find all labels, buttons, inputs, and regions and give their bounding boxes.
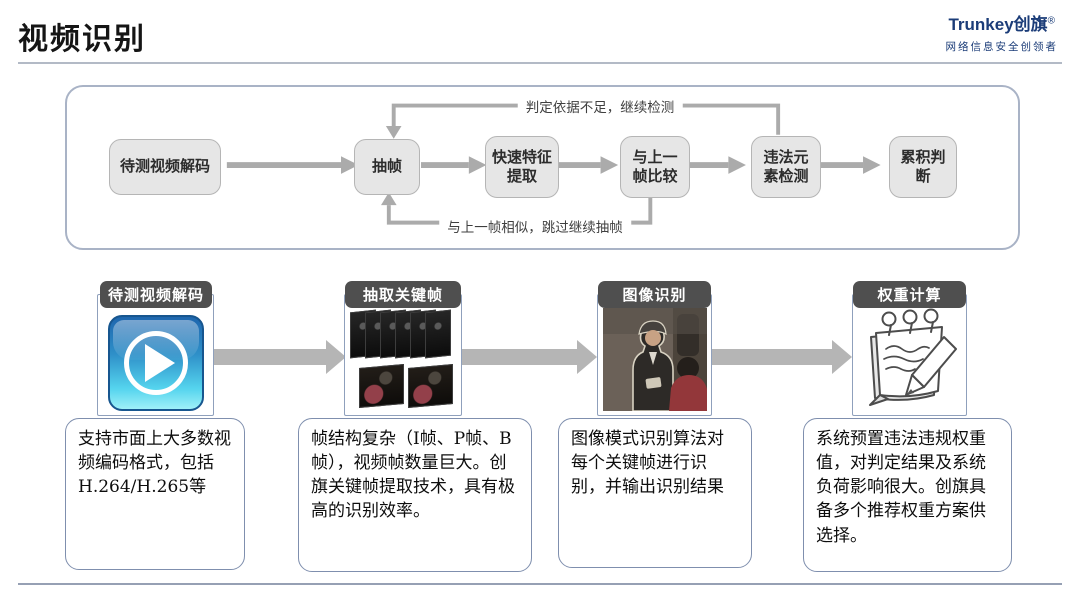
flow-node-cumulative-judge: 累积判断: [889, 136, 957, 198]
stage-description-image-recognition: 图像模式识别算法对每个关键帧进行识别，并输出识别结果: [558, 418, 752, 568]
feedback-top-label: 判定依据不足，继续检测: [517, 95, 683, 117]
flow-node-extract-frame: 抽帧: [354, 139, 420, 195]
stage-description-keyframes: 帧结构复杂（I帧、P帧、B帧），视频帧数量巨大。创旗关键帧提取技术，具有极高的识…: [298, 418, 532, 572]
icon-card-decode: [97, 294, 214, 416]
flow-node-fast-feature: 快速特征提取: [485, 136, 559, 198]
video-keyframes-icon: [350, 309, 456, 411]
icon-card-keyframes: [344, 294, 462, 416]
flow-node-decode: 待测视频解码: [109, 139, 221, 195]
brand-logo-cn: 创旗: [1013, 15, 1048, 35]
flowchart-panel: 待测视频解码 抽帧 快速特征提取 与上一帧比较 违法元素检测 累积判断 判定依据…: [65, 85, 1020, 250]
icon-card-image-recognition: [597, 294, 712, 416]
brand-tagline: 网络信息安全创领者: [945, 41, 1058, 53]
footer-divider: [18, 583, 1062, 585]
icon-card-weight-calc: [852, 294, 967, 416]
stage-badge-keyframes: 抽取关键帧: [345, 281, 461, 308]
play-button-icon: [107, 315, 204, 411]
brand-logo-en: Trunkey: [948, 15, 1014, 34]
stage-badge-image-recognition: 图像识别: [598, 281, 711, 308]
notepad-pencil-icon: [868, 308, 957, 406]
header-divider: [18, 62, 1062, 64]
flow-node-illegal-detect: 违法元素检测: [751, 136, 821, 198]
flow-node-compare-prev: 与上一帧比较: [620, 136, 690, 198]
page-title: 视频识别: [18, 23, 146, 56]
feedback-bottom-label: 与上一帧相似，跳过继续抽帧: [439, 215, 631, 237]
person-recognition-photo: [602, 308, 707, 411]
registered-mark: ®: [1047, 15, 1056, 27]
stage-description-weight-calc: 系统预置违法违规权重值，对判定结果及系统负荷影响很大。创旗具备多个推荐权重方案供…: [803, 418, 1012, 572]
stage-description-decode: 支持市面上大多数视频编码格式，包括H.264/H.265等: [65, 418, 245, 570]
brand-logo: Trunkey创旗® 网络信息安全创领者: [946, 10, 1059, 54]
stage-badge-weight-calc: 权重计算: [853, 281, 966, 308]
stage-badge-decode: 待测视频解码: [100, 281, 212, 308]
